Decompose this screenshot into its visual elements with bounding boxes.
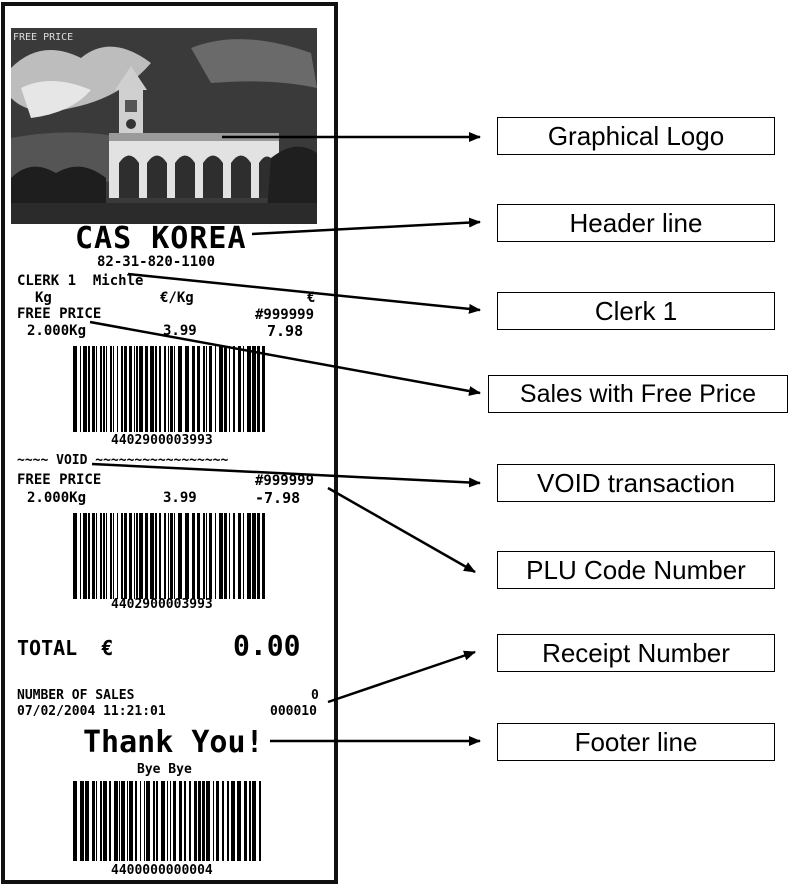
callout-clerk: Clerk 1	[497, 292, 775, 330]
callout-header-line: Header line	[497, 204, 775, 242]
arrow-receipt-number	[328, 652, 475, 702]
callout-graphical-logo: Graphical Logo	[497, 117, 775, 155]
arrow-void	[92, 464, 480, 483]
callout-free-price: Sales with Free Price	[488, 375, 788, 413]
callout-receipt-number: Receipt Number	[497, 634, 775, 672]
arrow-clerk	[128, 274, 480, 310]
arrow-plu-code	[328, 488, 475, 572]
callout-footer-line: Footer line	[497, 723, 775, 761]
arrow-free-price	[90, 322, 480, 393]
callout-void: VOID transaction	[497, 464, 775, 502]
arrow-header-line	[252, 222, 480, 234]
callout-plu-code: PLU Code Number	[497, 551, 775, 589]
